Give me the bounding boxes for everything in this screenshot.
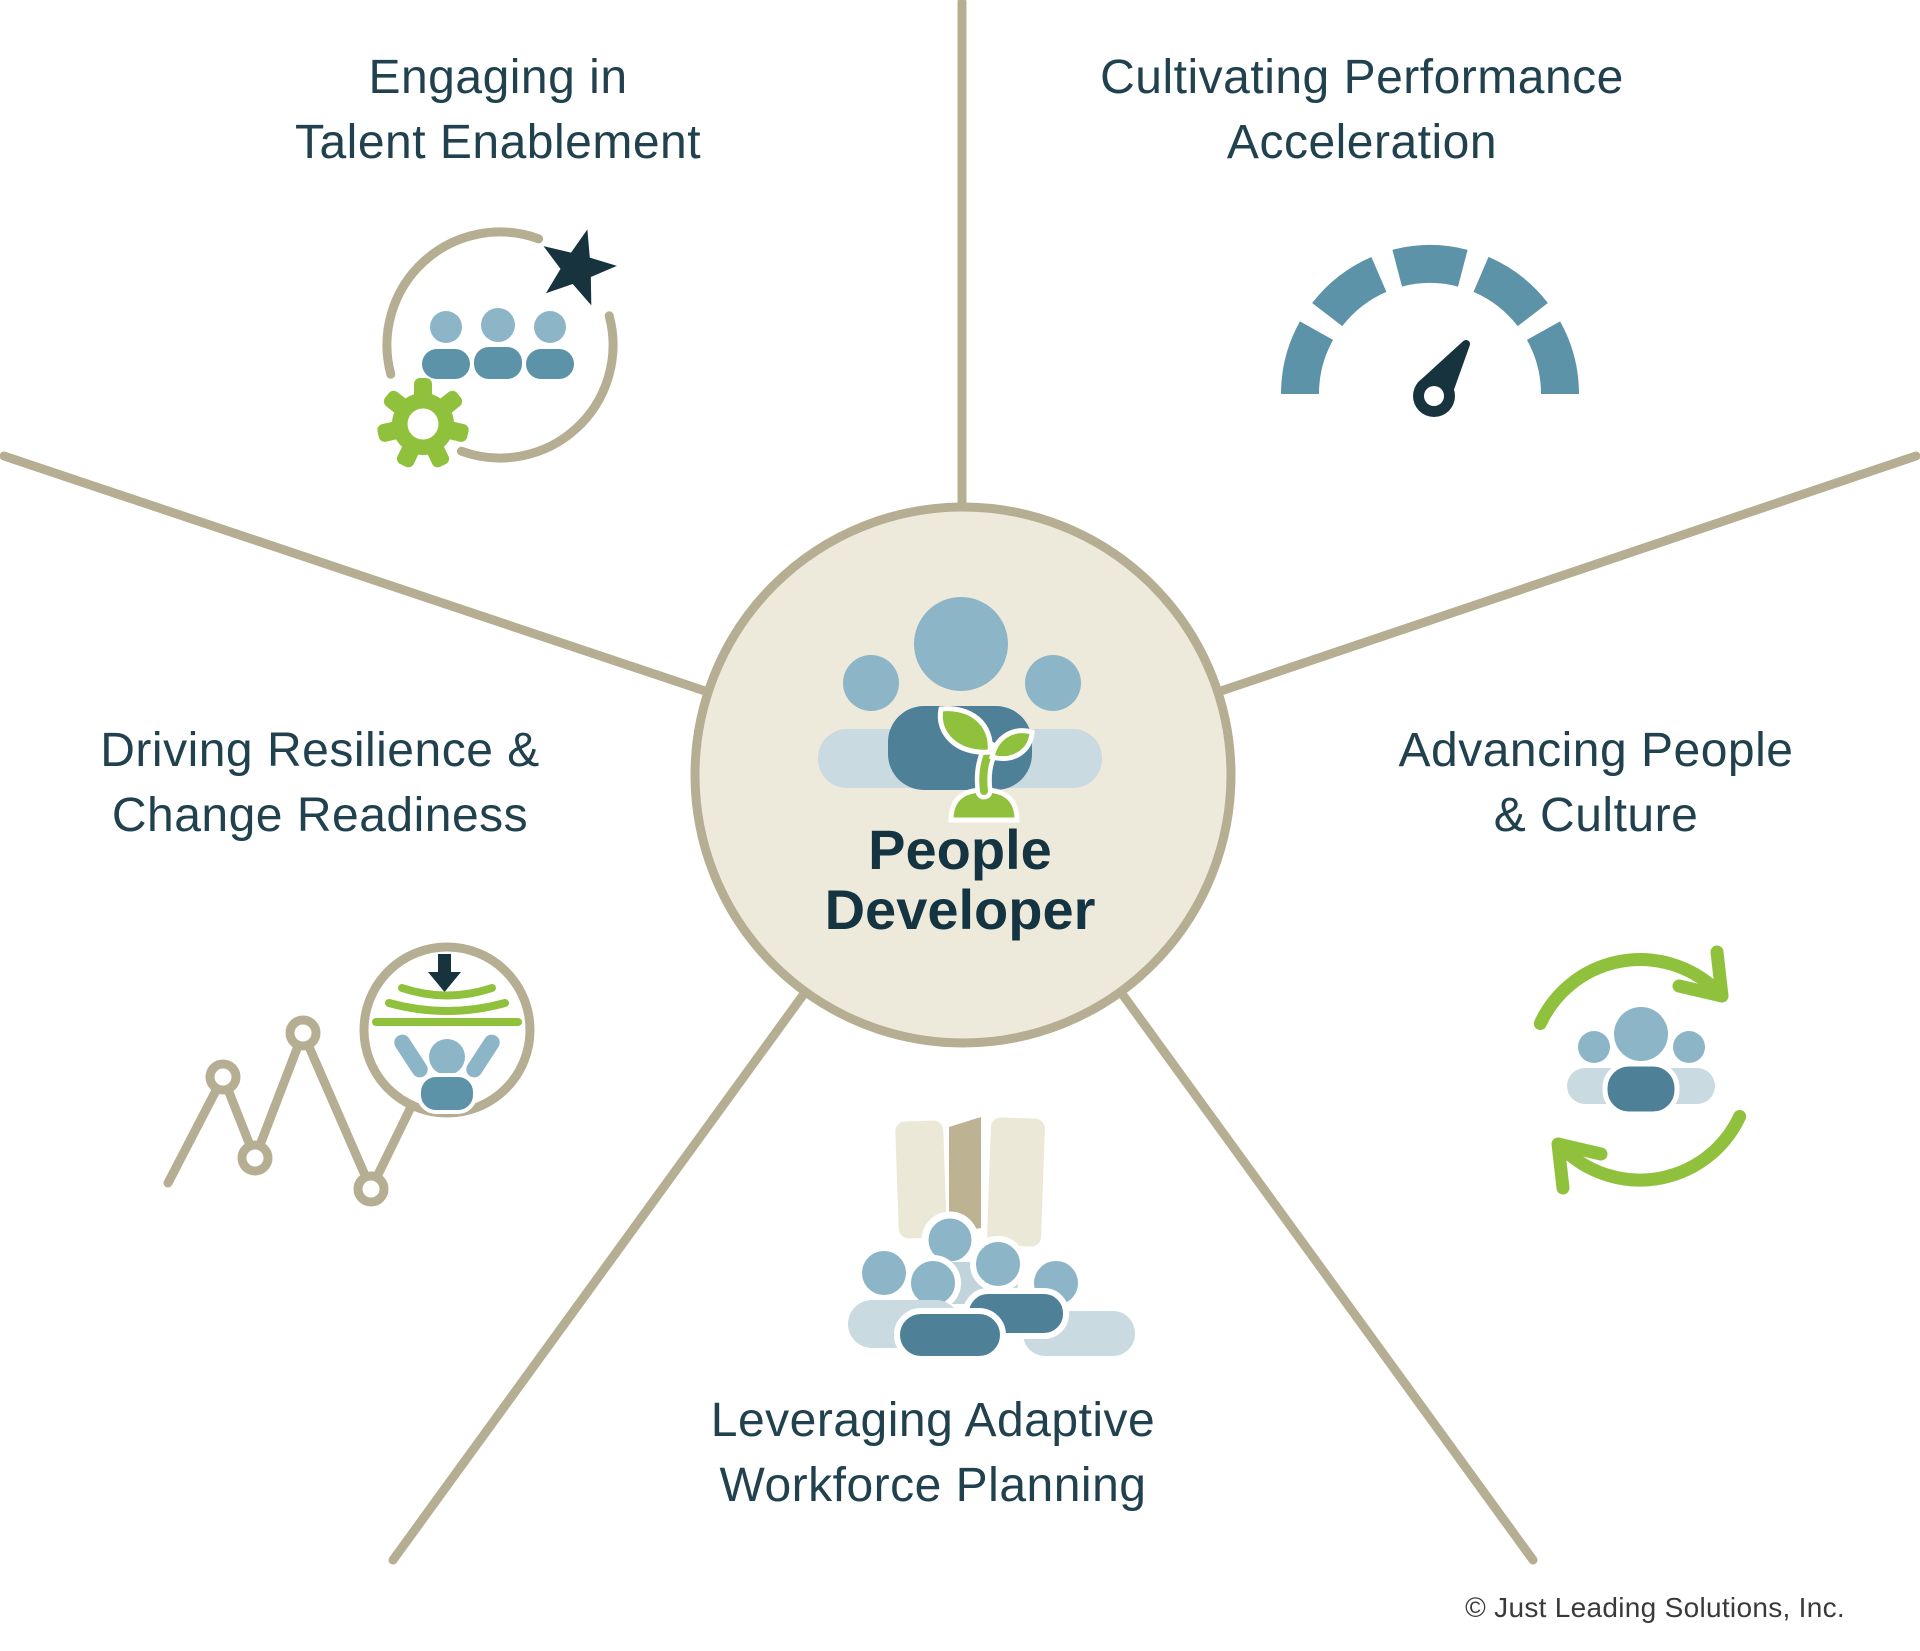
label-line: Driving Resilience & — [100, 724, 540, 777]
center-title-line: People — [868, 818, 1052, 881]
label-line: Engaging in — [368, 51, 628, 104]
label-line: Acceleration — [1226, 116, 1498, 169]
label-line: Change Readiness — [111, 789, 529, 842]
speedometer-gauge-icon — [1281, 245, 1579, 417]
star-icon — [543, 229, 617, 306]
people-group-sprout-icon — [818, 597, 1102, 823]
team-star-gear-circle-icon — [377, 227, 618, 468]
arrow-down-icon — [428, 954, 461, 992]
trend-line-pressure-icon — [163, 942, 535, 1207]
person-raised-arms-icon — [394, 1034, 500, 1114]
label-line: Leveraging Adaptive — [710, 1394, 1156, 1447]
label-workforce-planning: Leveraging Adaptive Workforce Planning — [711, 1388, 1156, 1518]
label-performance-acceleration: Cultivating Performance Acceleration — [1100, 45, 1624, 175]
label-people-culture: Advancing People & Culture — [1399, 718, 1794, 848]
gear-icon — [377, 378, 469, 468]
label-talent-enablement: Engaging in Talent Enablement — [295, 45, 701, 175]
map-crowd-icon — [848, 1117, 1135, 1362]
spoke-upper-right — [1213, 451, 1920, 697]
gauge-needle-icon — [1413, 340, 1470, 417]
label-line: & Culture — [1493, 789, 1699, 842]
label-line: Cultivating Performance — [1100, 51, 1624, 104]
sprout-icon — [937, 706, 1035, 823]
label-line: Workforce Planning — [719, 1459, 1147, 1512]
spoke-upper-left — [0, 451, 713, 697]
spoke-lines — [0, 0, 1920, 1565]
spoke-lower-right — [1115, 986, 1538, 1565]
team-refresh-cycle-icon — [1533, 945, 1747, 1195]
spoke-lower-left — [388, 986, 811, 1565]
center-title-line: Developer — [824, 878, 1096, 941]
label-line: Advancing People — [1398, 724, 1794, 777]
copyright-text: © Just Leading Solutions, Inc. — [1465, 1592, 1845, 1623]
label-resilience-readiness: Driving Resilience & Change Readiness — [100, 718, 540, 848]
label-line: Talent Enablement — [294, 116, 702, 169]
center-title: People Developer — [825, 820, 1096, 940]
